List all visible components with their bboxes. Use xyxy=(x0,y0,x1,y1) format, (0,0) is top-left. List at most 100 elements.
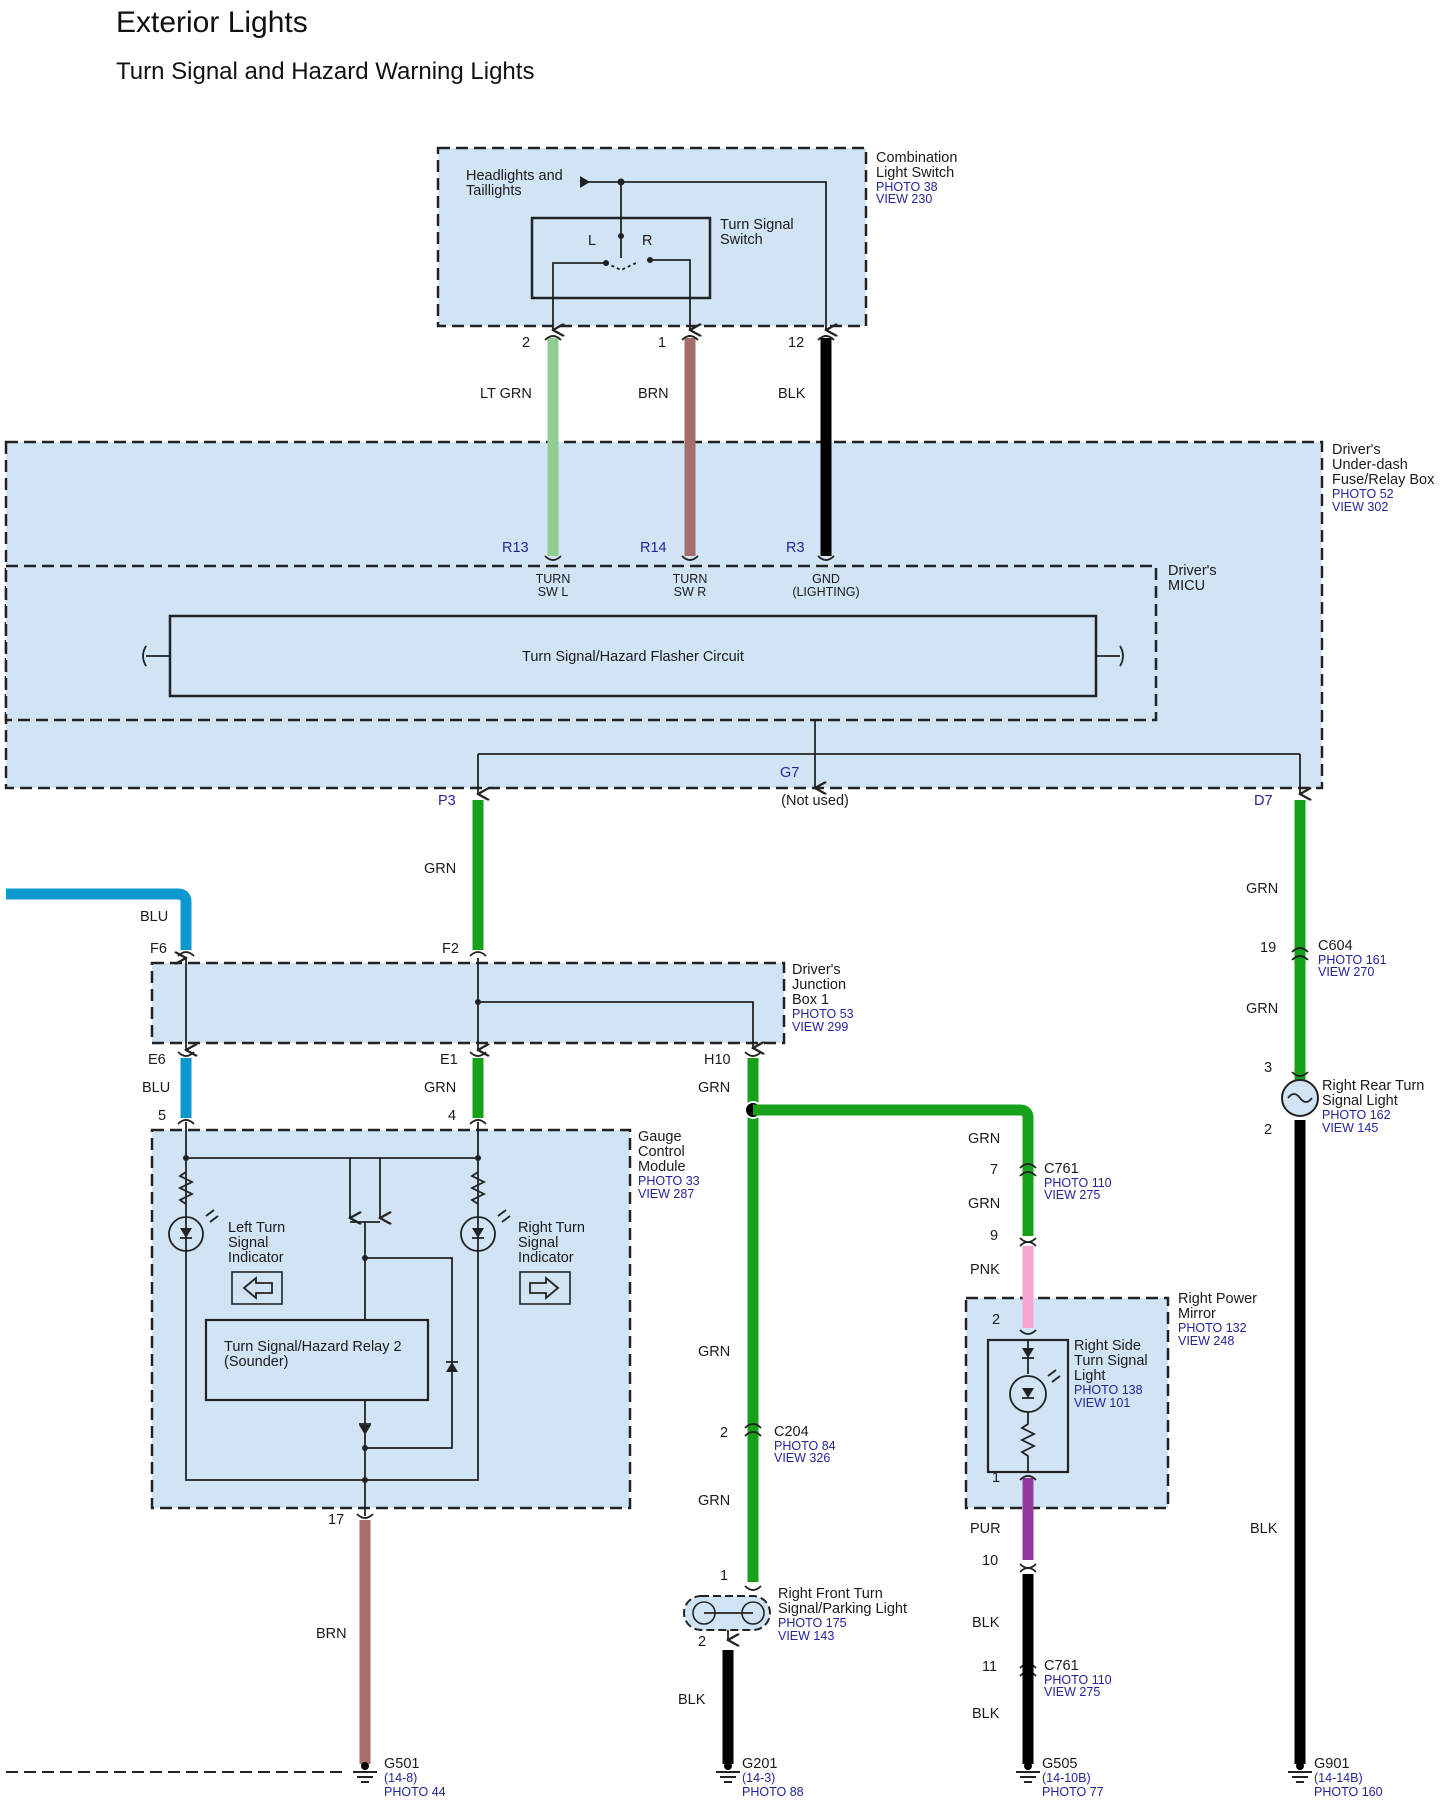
turn-signal-switch xyxy=(530,176,826,330)
c204-ref-1: PHOTO 84 xyxy=(774,1439,836,1453)
page-subtitle: Turn Signal and Hazard Warning Lights xyxy=(116,58,535,85)
micu-name-2: MICU xyxy=(1168,578,1205,594)
wire-blu-top xyxy=(6,888,192,950)
ground-symbol-g201 xyxy=(716,1762,740,1783)
left-indicator-label-3: Indicator xyxy=(228,1250,284,1266)
c761-lower-pin-10: 10 xyxy=(982,1553,998,1569)
ground-symbol-g901 xyxy=(1288,1762,1312,1783)
wire-label-pur: PUR xyxy=(970,1521,1001,1537)
gauge-name-3: Module xyxy=(638,1159,686,1175)
underdash-name-1: Driver's xyxy=(1332,442,1381,458)
c204-name: C204 xyxy=(774,1424,809,1440)
gauge-pin-5: 5 xyxy=(158,1108,166,1124)
front-light-pin-2: 2 xyxy=(698,1634,706,1650)
wire-label-lt-grn: LT GRN xyxy=(480,386,532,402)
wire-label-grn-c604: GRN xyxy=(1246,1001,1278,1017)
gauge-name-1: Gauge xyxy=(638,1129,682,1145)
relay-label-1: Turn Signal/Hazard Relay 2 xyxy=(224,1339,402,1355)
headlights-label-2: Taillights xyxy=(466,183,522,199)
not-used-label: (Not used) xyxy=(781,793,849,809)
rear-light-name-1: Right Rear Turn xyxy=(1322,1078,1424,1094)
c761-upper-ref-1: PHOTO 110 xyxy=(1044,1176,1112,1190)
c761-upper-pin-9: 9 xyxy=(990,1228,998,1244)
underdash-name-3: Fuse/Relay Box xyxy=(1332,472,1435,488)
c204-pin: 2 xyxy=(720,1425,728,1441)
pin-e1: E1 xyxy=(440,1052,458,1068)
combination-switch-box xyxy=(436,146,868,328)
c604-ref-2: VIEW 270 xyxy=(1318,965,1374,979)
turn-switch-label-1: Turn Signal xyxy=(720,217,794,233)
c761-lower-name: C761 xyxy=(1044,1658,1079,1674)
side-light-ref-1: PHOTO 138 xyxy=(1074,1383,1143,1397)
mirror-name-1: Right Power xyxy=(1178,1291,1257,1307)
right-indicator-label-3: Indicator xyxy=(518,1250,574,1266)
c604-connector xyxy=(1291,947,1309,961)
switch-pos-l: L xyxy=(588,233,596,249)
combination-switch-name-2: Light Switch xyxy=(876,165,954,181)
junction-name-2: Junction xyxy=(792,977,846,993)
gauge-pin-4: 4 xyxy=(448,1108,456,1124)
wire-label-blu: BLU xyxy=(140,909,168,925)
right-indicator-label-1: Right Turn xyxy=(518,1220,585,1236)
wire-label-blk-mid: BLK xyxy=(972,1615,1000,1631)
front-light-symbol xyxy=(683,1585,771,1640)
junction-box xyxy=(150,961,786,1045)
junction-ref-1: PHOTO 53 xyxy=(792,1007,854,1021)
junction-box-lines xyxy=(186,958,753,1050)
ground-g201-sub: (14-3) xyxy=(742,1771,775,1785)
gauge-caps xyxy=(177,1119,487,1519)
c761-upper-name: C761 xyxy=(1044,1161,1079,1177)
underdash-ref-1: PHOTO 52 xyxy=(1332,487,1394,501)
front-light-ref-2: VIEW 143 xyxy=(778,1629,834,1643)
wire-label-blk: BLK xyxy=(778,386,806,402)
mirror-ref-1: PHOTO 132 xyxy=(1178,1321,1247,1335)
c761-lower-ref-1: PHOTO 110 xyxy=(1044,1673,1112,1687)
c761-lower-pin-11: 11 xyxy=(982,1659,997,1675)
side-light-label-3: Light xyxy=(1074,1368,1105,1384)
c604-ref-1: PHOTO 161 xyxy=(1318,953,1387,967)
gauge-pin-17: 17 xyxy=(328,1512,344,1528)
pin-h10: H10 xyxy=(704,1052,731,1068)
micu-output-lines xyxy=(478,720,1300,794)
front-light-name-2: Signal/Parking Light xyxy=(778,1601,907,1617)
junction-name-3: Box 1 xyxy=(792,992,829,1008)
pin-d7: D7 xyxy=(1254,793,1273,809)
c761-lower-ref-2: VIEW 275 xyxy=(1044,1685,1100,1699)
ground-g901-ref: PHOTO 160 xyxy=(1314,1785,1383,1799)
wire-label-blk-front: BLK xyxy=(678,1692,706,1708)
wire-label-grn-e1: GRN xyxy=(424,1080,456,1096)
mirror-ref-2: VIEW 248 xyxy=(1178,1334,1234,1348)
ground-g901-sub: (14-14B) xyxy=(1314,1771,1363,1785)
ground-g501-ref: PHOTO 44 xyxy=(384,1785,446,1799)
pin-p3: P3 xyxy=(438,793,456,809)
pin-r14: R14 xyxy=(640,540,667,556)
switch-pin-12: 12 xyxy=(788,335,804,351)
pin-r3: R3 xyxy=(786,540,805,556)
wire-label-blk-rear: BLK xyxy=(1250,1521,1278,1537)
terminal-turn-sw-l-1: TURN xyxy=(536,572,571,586)
rear-light-name-2: Signal Light xyxy=(1322,1093,1398,1109)
ground-g505-ref: PHOTO 77 xyxy=(1042,1785,1104,1799)
pin-f6: F6 xyxy=(150,941,167,957)
terminal-gnd-1: GND xyxy=(812,572,840,586)
c604-name: C604 xyxy=(1318,938,1353,954)
junction-caps xyxy=(177,951,762,1057)
switch-pin-1: 1 xyxy=(658,335,666,351)
side-light-label-1: Right Side xyxy=(1074,1338,1141,1354)
wire-label-grn-c761-top: GRN xyxy=(968,1131,1000,1147)
combination-switch-ref-1: PHOTO 38 xyxy=(876,180,938,194)
switch-pin-2: 2 xyxy=(522,335,530,351)
flasher-circuit-label: Turn Signal/Hazard Flasher Circuit xyxy=(522,649,744,665)
ground-g505-name: G505 xyxy=(1042,1756,1077,1772)
wire-label-grn-h10: GRN xyxy=(698,1080,730,1096)
wire-grn-branch xyxy=(753,1104,1034,1234)
pin-f2: F2 xyxy=(442,941,459,957)
combination-switch-name-1: Combination xyxy=(876,150,957,166)
left-indicator-label-2: Signal xyxy=(228,1235,268,1251)
ground-g505-sub: (14-10B) xyxy=(1042,1771,1091,1785)
right-indicator-label-2: Signal xyxy=(518,1235,558,1251)
switch-pos-r: R xyxy=(642,233,652,249)
c761-upper-ref-2: VIEW 275 xyxy=(1044,1188,1100,1202)
ground-g501-name: G501 xyxy=(384,1756,419,1772)
